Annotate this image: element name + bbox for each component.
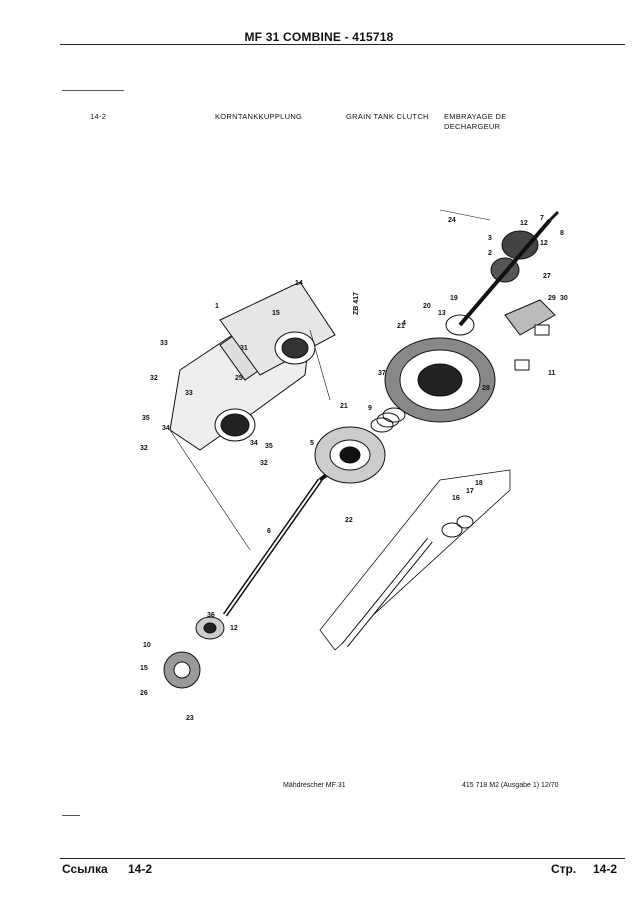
clutch-hub [314,426,386,484]
callout-23: 23 [186,715,194,722]
clutch-disk [384,337,496,423]
clutch-spring [370,407,406,433]
callout-13: 13 [438,310,446,317]
ref-code: ZB 417 [353,292,360,315]
upper-drive-assembly [445,210,560,371]
callout-10: 10 [143,642,151,649]
top-short-rule [62,90,124,91]
callout-3: 3 [488,235,492,242]
callout-6: 6 [267,528,271,535]
callout-25: 25 [235,375,243,382]
callout-31: 31 [240,345,248,352]
callout-19: 19 [450,295,458,302]
callout-32b: 32 [140,445,148,452]
callout-16: 16 [452,495,460,502]
callout-30: 30 [560,295,568,302]
callout-36: 36 [207,612,215,619]
callout-26: 26 [140,690,148,697]
callout-21a: 21 [340,403,348,410]
callout-35b: 35 [265,443,273,450]
callout-35a: 35 [142,415,150,422]
bottom-short-rule [62,815,80,816]
mounting-plate [219,281,336,376]
callout-34b: 34 [250,440,258,447]
callout-9: 9 [368,405,372,412]
callout-22: 22 [345,517,353,524]
callout-27: 27 [543,273,551,280]
document-reference: 415 718 M2 (Ausgabe 1) 12/70 [462,782,559,789]
callout-29: 29 [548,295,556,302]
footer-reference-value: 14-2 [128,862,153,876]
caption-french-line2: DECHARGEUR [444,122,501,131]
drive-sprocket [163,616,225,689]
callout-15b: 15 [140,665,148,672]
callout-32a: 32 [150,375,158,382]
callout-5: 5 [310,440,314,447]
callout-21b: 21 [397,323,405,330]
callout-28: 28 [482,385,490,392]
caption-number: 14-2 [90,112,107,121]
callout-37: 37 [378,370,386,377]
header-rule [60,44,625,45]
caption-german: KORNTANKKUPPLUNG [215,112,303,121]
callout-33a: 33 [160,340,168,347]
callout-4: 4 [402,320,406,327]
caption-french-line1: EMBRAYAGE DE [444,112,507,121]
callout-14: 14 [295,280,303,287]
callout-12c: 12 [540,240,548,247]
callout-12b: 12 [230,625,238,632]
callout-18: 18 [475,480,483,487]
callout-7: 7 [540,215,544,222]
machine-label: Mähdrescher MF 31 [283,782,346,789]
footer-reference-label: Ссылка [62,862,108,876]
callout-24: 24 [448,217,456,224]
footer-page-value: 14-2 [593,862,618,876]
callout-12a: 12 [520,220,528,227]
callout-32c: 32 [260,460,268,467]
callout-20: 20 [423,303,431,310]
callout-2: 2 [488,250,492,257]
exploded-parts-diagram: ZB 417 1 2 3 4 5 6 7 8 9 10 11 12 12 12 … [140,209,568,722]
callout-1: 1 [215,303,219,310]
callout-15a: 15 [272,310,280,317]
caption-english: GRAIN TANK CLUTCH [346,112,429,121]
page-title: MF 31 COMBINE - 415718 [244,30,394,44]
callout-17: 17 [466,488,474,495]
footer-rule [60,858,625,859]
callout-33b: 33 [185,390,193,397]
callout-11: 11 [548,370,556,377]
callout-8: 8 [560,230,564,237]
callout-34a: 34 [162,425,170,432]
footer-page-label: Стр. [551,862,577,876]
inset-rod-detail [319,469,511,651]
